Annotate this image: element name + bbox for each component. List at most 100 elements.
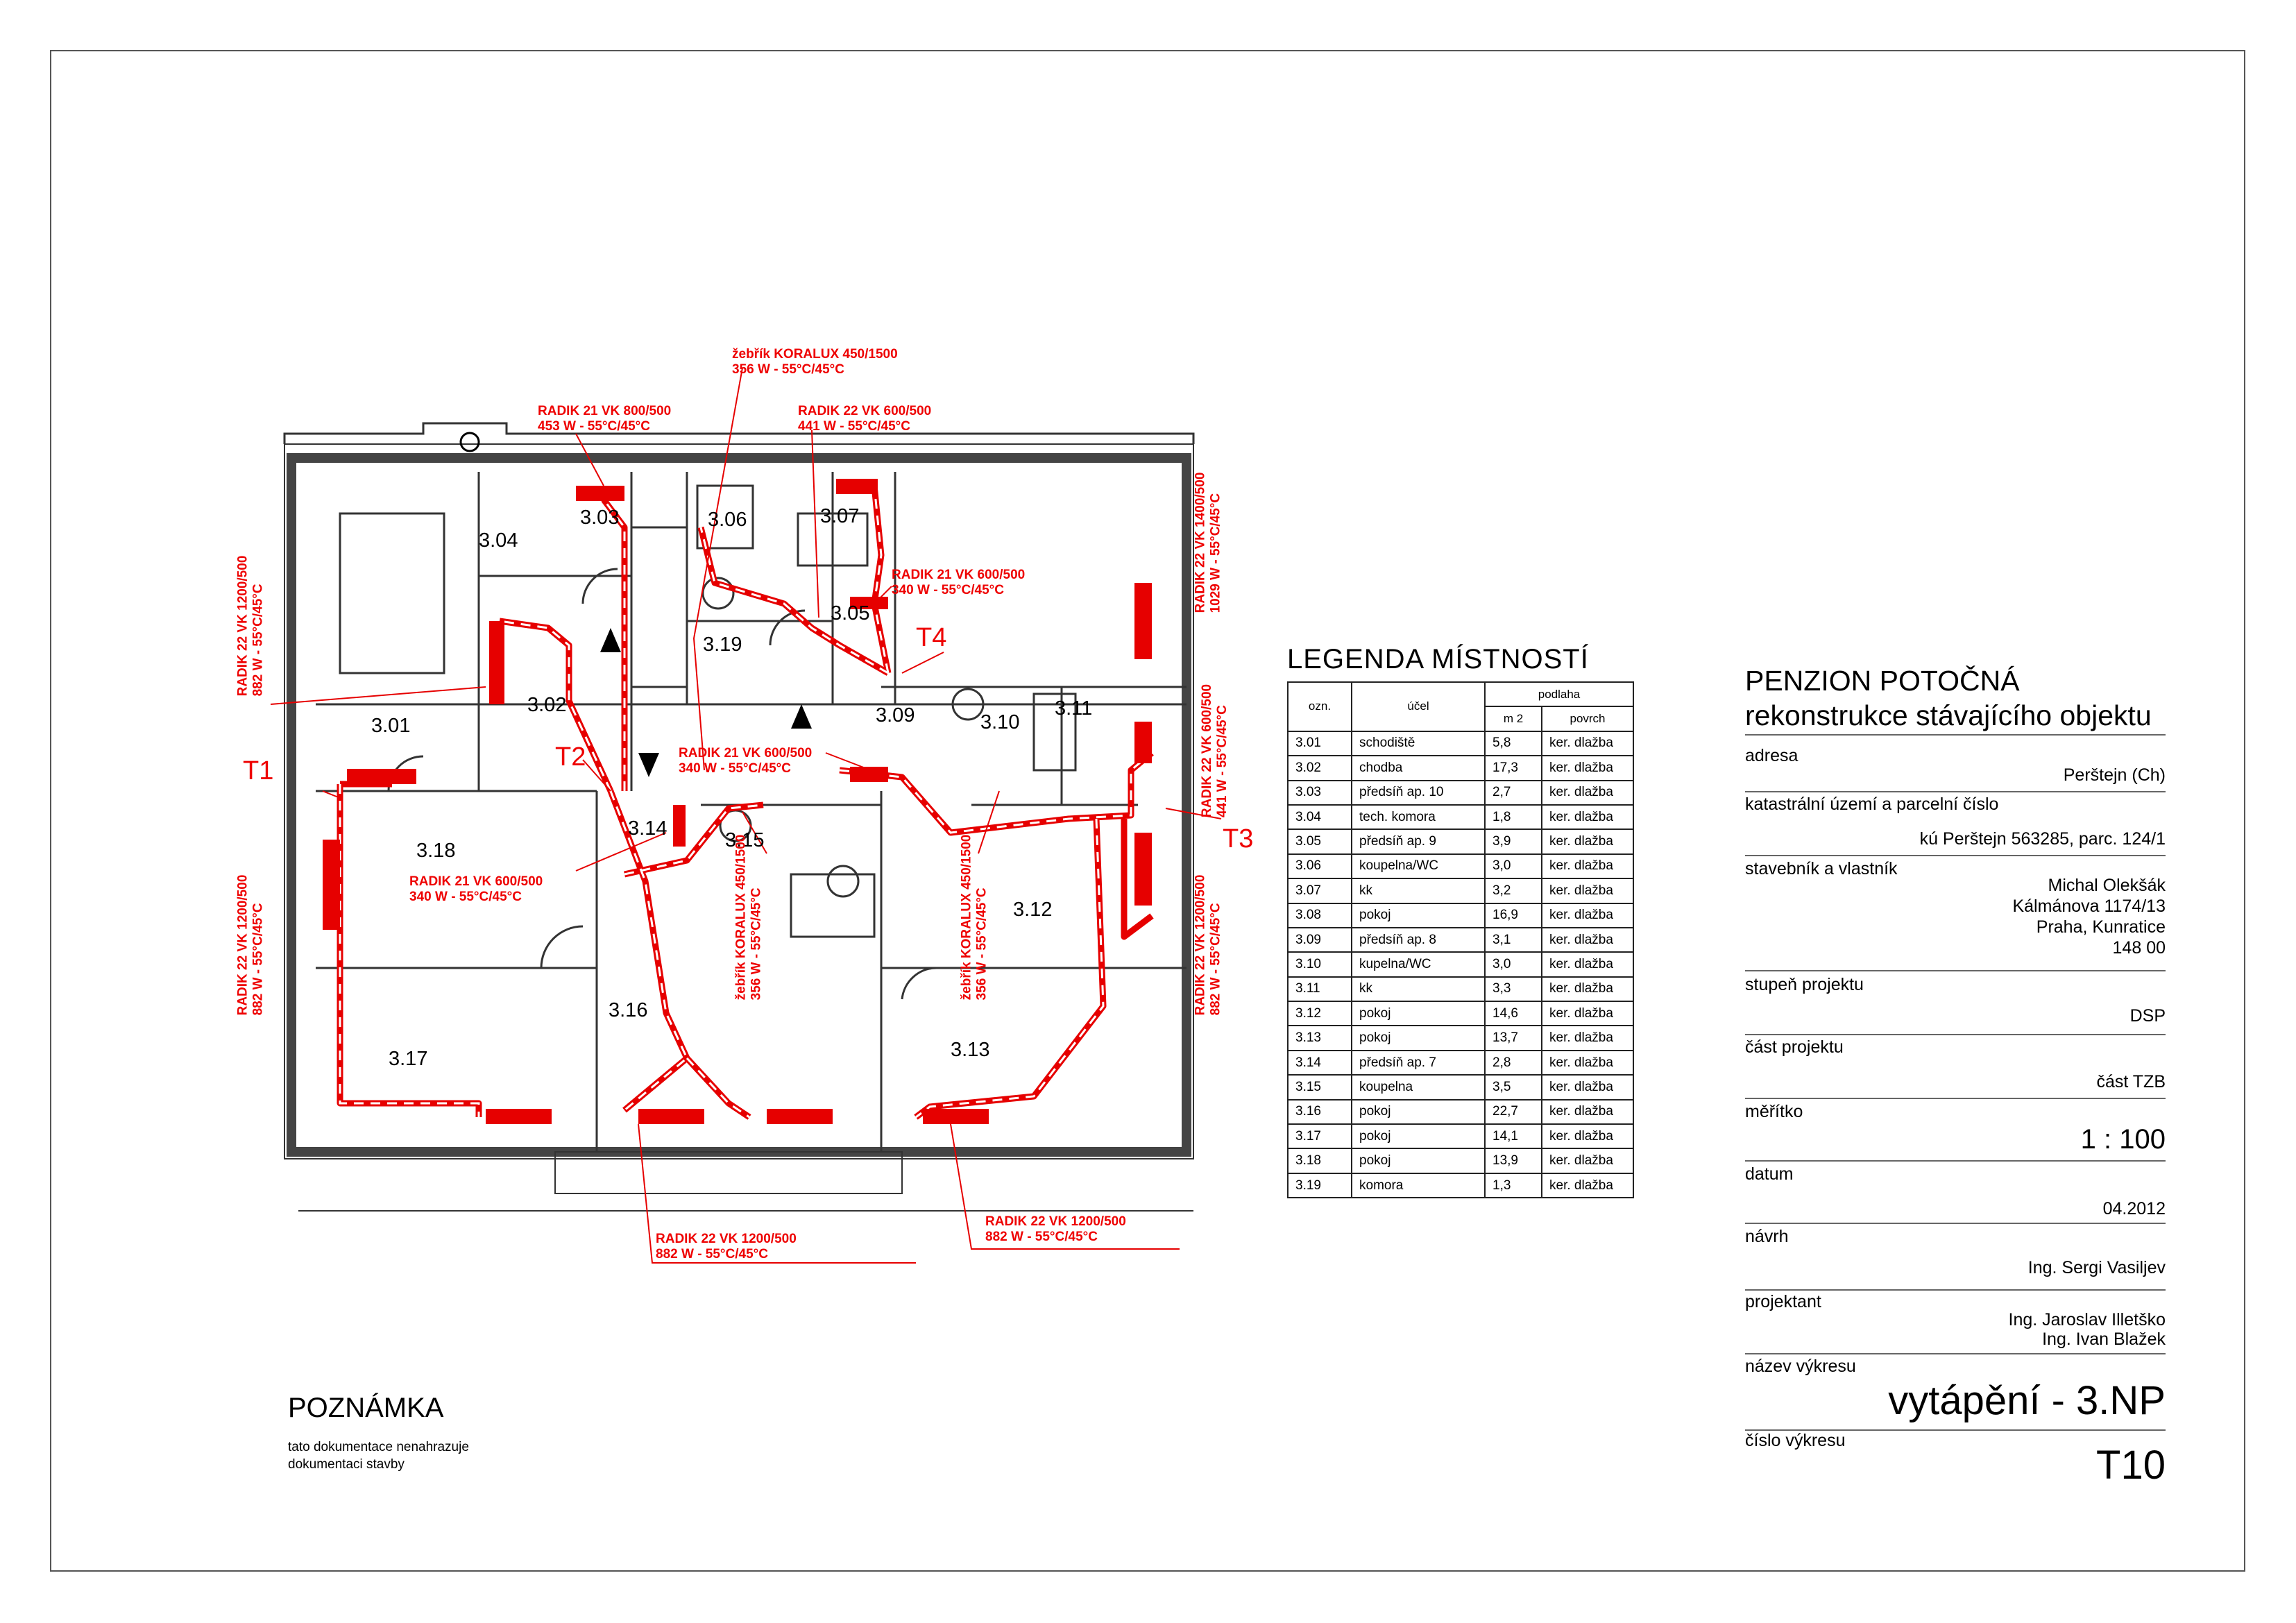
legend-cell-area: 1,3 [1484, 1172, 1542, 1199]
drawing-name: vytápění - 3.NP [1888, 1378, 2166, 1423]
legend-cell-area: 13,7 [1484, 1025, 1542, 1051]
project-subtitle: rekonstrukce stávajícího objektu [1745, 699, 2152, 731]
stair-flight [630, 526, 688, 688]
drawing-name-label: název výkresu [1745, 1357, 1856, 1376]
legend-cell-code: 3.02 [1287, 755, 1352, 781]
radiator [850, 767, 888, 782]
wc [701, 577, 735, 610]
room-label: 3.03 [580, 507, 620, 529]
legend-cell-surface: ker. dlažba [1541, 1098, 1634, 1125]
legend-cell-purpose: pokoj [1351, 1098, 1486, 1125]
room-label: 3.18 [416, 840, 456, 862]
owner-city: Praha, Kunratice [2036, 917, 2166, 937]
divider [1745, 1353, 2166, 1354]
legend-cell-purpose: předsíň ap. 7 [1351, 1049, 1486, 1076]
stair-arrow [791, 704, 812, 729]
legend-cell-surface: ker. dlažba [1541, 951, 1634, 978]
room-label: 3.19 [703, 634, 742, 656]
bath-fixture [696, 484, 754, 550]
legend-header-surface: povrch [1541, 706, 1634, 732]
legend-cell-area: 2,7 [1484, 779, 1542, 806]
part-value: část TZB [2096, 1072, 2166, 1091]
note-title: POZNÁMKA [288, 1393, 444, 1423]
pipe-branch [624, 801, 764, 878]
legend-cell-code: 3.08 [1287, 902, 1352, 928]
stage-value: DSP [2129, 1006, 2166, 1026]
project-name: PENZION POTOČNÁ [1745, 665, 2020, 697]
riser-label: T1 [243, 756, 274, 785]
radiator [347, 769, 416, 784]
legend-cell-area: 3,2 [1484, 878, 1542, 904]
legend-cell-purpose: kupelna/WC [1351, 951, 1486, 978]
legend-cell-surface: ker. dlažba [1541, 1049, 1634, 1076]
legend-cell-purpose: pokoj [1351, 1025, 1486, 1051]
date-value: 04.2012 [2102, 1199, 2166, 1218]
room-label: 3.13 [951, 1039, 990, 1061]
part-label: část projektu [1745, 1037, 1844, 1057]
designer-value: Ing. Sergi Vasiljev [2027, 1258, 2166, 1277]
sink-2 [826, 865, 860, 898]
owner-zip: 148 00 [2112, 938, 2166, 958]
legend-header-row: m 2 povrch [1288, 706, 1634, 732]
legend-cell-surface: ker. dlažba [1541, 1074, 1634, 1101]
legend-cell-code: 3.05 [1287, 829, 1352, 855]
legend-header-row: ozn. účel podlaha [1287, 681, 1634, 732]
pipe-branch [684, 1055, 751, 1120]
divider [1745, 970, 2166, 971]
legend-cell-surface: ker. dlažba [1541, 853, 1634, 880]
legend-cell-surface: ker. dlažba [1541, 1001, 1634, 1027]
legend-cell-purpose: kk [1351, 976, 1486, 1003]
room-label: 3.14 [628, 817, 667, 840]
legend-title: LEGENDA MÍSTNOSTÍ [1287, 644, 1589, 674]
radiator [923, 1109, 989, 1124]
address-value: Perštejn (Ch) [2063, 765, 2166, 785]
legend-cell-purpose: schodiště [1351, 730, 1486, 757]
legend-cell-surface: ker. dlažba [1541, 926, 1634, 953]
riser-label: T2 [555, 742, 586, 772]
legend-cell-code: 3.06 [1287, 853, 1352, 880]
radiator [673, 805, 686, 847]
divider [1745, 1289, 2166, 1291]
legend-cell-code: 3.16 [1287, 1098, 1352, 1125]
legend-cell-surface: ker. dlažba [1541, 779, 1634, 806]
legend-header-floor: podlaha [1484, 681, 1634, 708]
radiator [1134, 583, 1152, 659]
room-label: 3.01 [371, 715, 411, 737]
engineer-value-2: Ing. Ivan Blažek [2042, 1329, 2166, 1349]
scale-label: měřítko [1745, 1102, 1803, 1121]
radiator [489, 621, 504, 704]
legend-cell-surface: ker. dlažba [1541, 878, 1634, 904]
stage-label: stupeň projektu [1745, 975, 1864, 994]
legend-cell-surface: ker. dlažba [1541, 829, 1634, 855]
legend-cell-area: 3,3 [1484, 976, 1542, 1003]
room-label: 3.02 [527, 694, 567, 716]
legend-cell-surface: ker. dlažba [1541, 755, 1634, 781]
legend-cell-purpose: pokoj [1351, 902, 1486, 928]
legend-cell-code: 3.03 [1287, 779, 1352, 806]
radiator [638, 1109, 704, 1124]
legend-header-code: ozn. [1287, 681, 1352, 732]
radiator [486, 1109, 552, 1124]
divider [1745, 855, 2166, 856]
legend-cell-code: 3.01 [1287, 730, 1352, 757]
scale-value: 1 : 100 [2080, 1124, 2166, 1155]
radiator [576, 486, 624, 501]
wc-2 [951, 688, 985, 721]
